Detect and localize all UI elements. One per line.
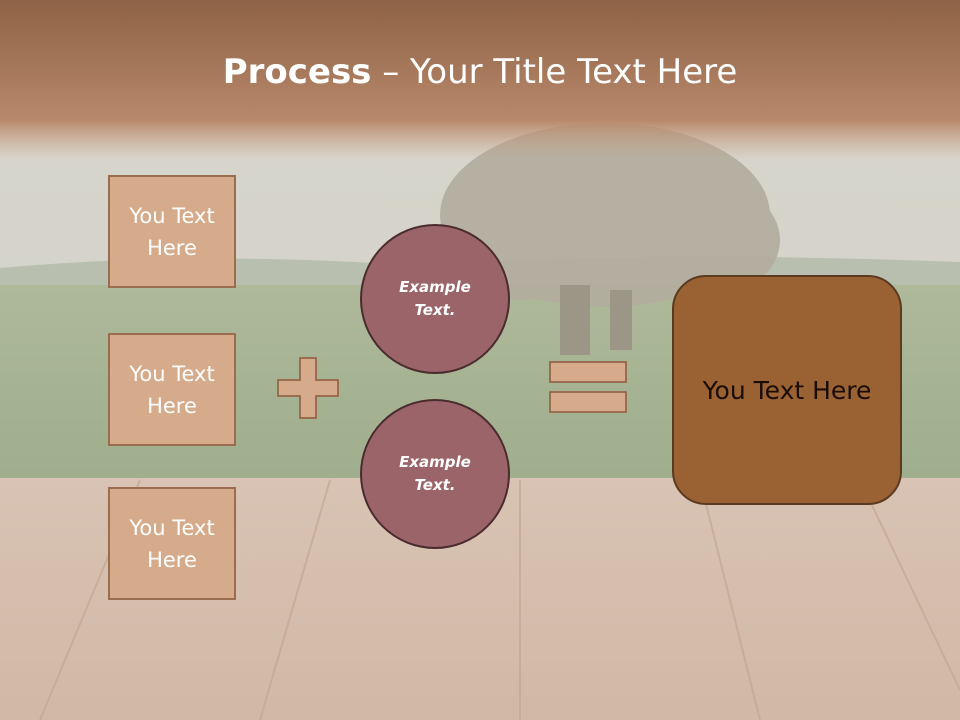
- plus-icon: [277, 357, 339, 419]
- left-box-1[interactable]: You Text Here: [108, 175, 236, 288]
- result-box[interactable]: You Text Here: [672, 275, 902, 505]
- example-circle-1[interactable]: Example Text.: [360, 224, 510, 374]
- title-bold: Process: [222, 52, 372, 92]
- title-rest: – Your Title Text Here: [371, 52, 738, 92]
- example-circle-2[interactable]: Example Text.: [360, 399, 510, 549]
- left-box-3[interactable]: You Text Here: [108, 487, 236, 600]
- left-box-2[interactable]: You Text Here: [108, 333, 236, 446]
- page-title: Process – Your Title Text Here: [0, 52, 960, 92]
- equals-icon: [549, 361, 627, 413]
